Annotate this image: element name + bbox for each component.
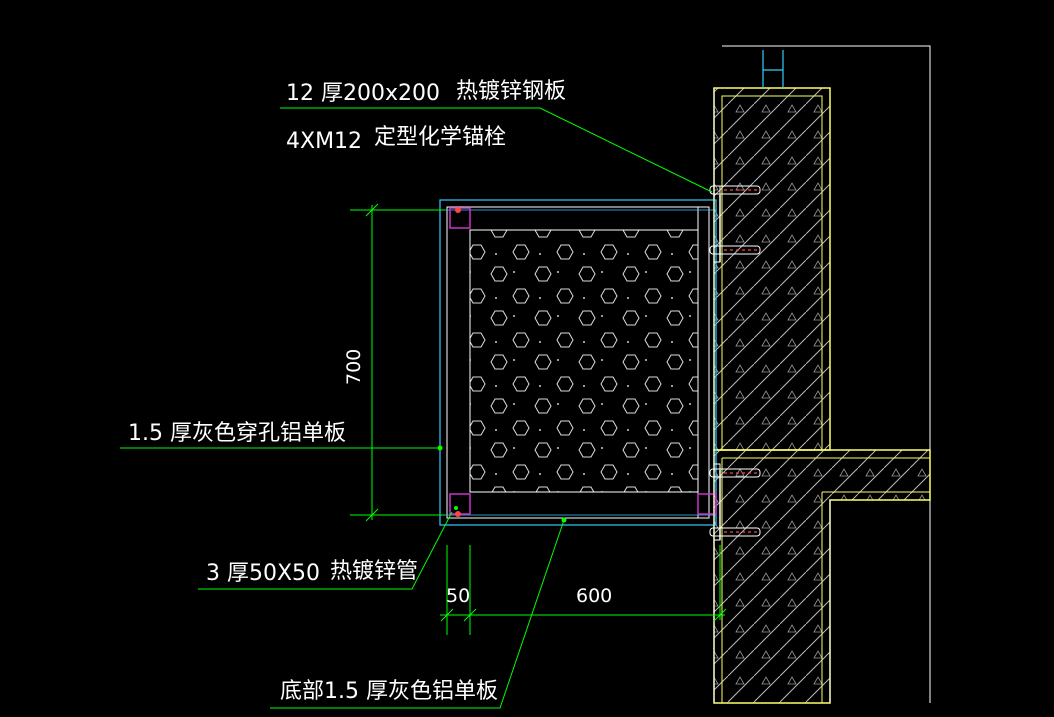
anchor-bolts xyxy=(709,185,761,541)
tube-name: 热镀锌管 xyxy=(330,559,418,584)
tube-spec: 3 厚50X50 xyxy=(206,561,320,586)
bottom-panel-label: 底部1.5 厚灰色铝单板 xyxy=(280,679,498,704)
leader-lines xyxy=(120,107,713,709)
galvanized-tubes xyxy=(449,207,717,517)
dimension-lines xyxy=(350,203,727,635)
leader-dot xyxy=(437,445,443,451)
perforated-panel-label: 1.5 厚灰色穿孔铝单板 xyxy=(128,421,346,446)
concrete-wall xyxy=(713,45,931,704)
depth-dimension: 600 xyxy=(576,585,612,607)
height-dimension: 700 xyxy=(343,349,365,385)
steel-plate-name: 热镀锌钢板 xyxy=(456,79,566,104)
gap-dimension: 50 xyxy=(446,585,470,607)
leader-dot xyxy=(561,517,567,523)
steel-plate-spec: 12 厚200x200 xyxy=(286,81,440,106)
anchor-spec: 4XM12 xyxy=(286,129,362,154)
box-frame xyxy=(439,199,717,526)
anchor-name: 定型化学锚栓 xyxy=(374,125,506,150)
